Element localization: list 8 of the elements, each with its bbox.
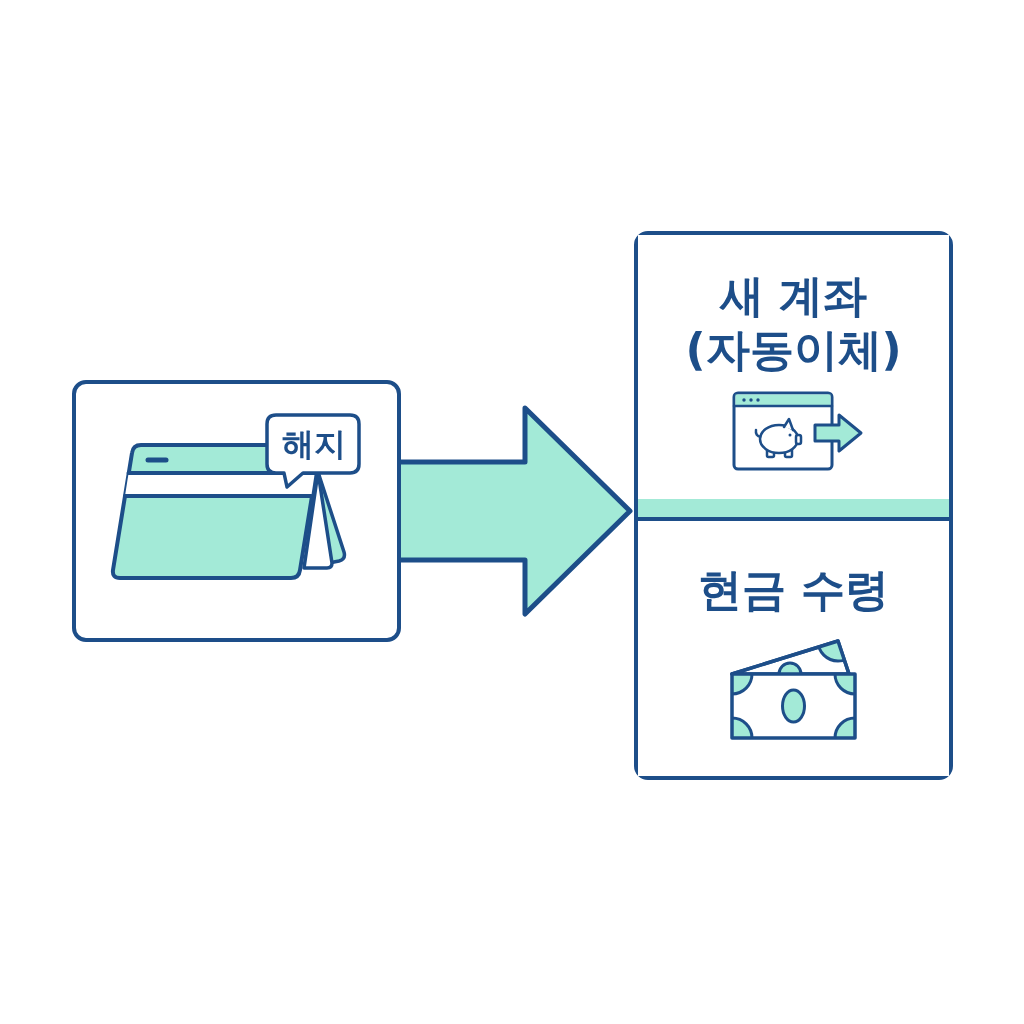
- speech-bubble: [265, 413, 363, 491]
- bubble-text: 해지: [282, 424, 346, 464]
- panel-box: [634, 231, 953, 780]
- panel-box: [72, 380, 401, 642]
- block-arrow: [398, 405, 633, 617]
- section-heading: 현금 수령: [697, 563, 890, 617]
- section-heading: 새 계좌 (자동이체): [685, 269, 902, 377]
- panel-section: [638, 235, 949, 521]
